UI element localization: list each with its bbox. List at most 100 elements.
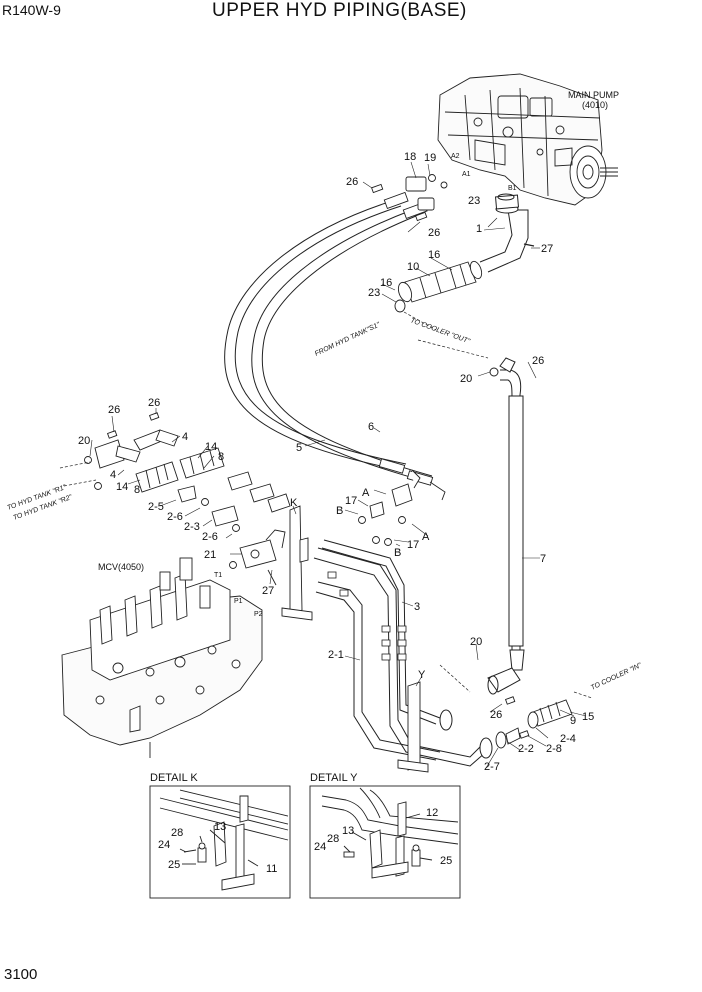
callout-2-1: 2-1: [328, 649, 344, 661]
pump-fittings: [371, 174, 448, 222]
callout-16: 16: [380, 277, 392, 289]
callout-A: A: [362, 487, 370, 499]
port-p2: P2: [254, 611, 263, 618]
mcv-drawing: [61, 557, 263, 758]
callout-K: K: [290, 497, 298, 509]
detail-y-title: DETAIL Y: [310, 772, 358, 784]
callout-26: 26: [108, 404, 120, 416]
fittings-2-2-to-15: [495, 696, 573, 749]
callout-19: 19: [424, 152, 436, 164]
callout-A: A: [422, 531, 430, 543]
detail-k: DETAIL K 13 28 24 25 11: [149, 772, 291, 899]
callout-16: 16: [428, 249, 440, 261]
callout-2-6: 2-6: [202, 531, 218, 543]
main-pump-label: MAIN PUMP: [568, 90, 619, 100]
callout-13: 13: [342, 825, 354, 837]
flow-lines: [59, 311, 593, 699]
callout-26: 26: [428, 227, 440, 239]
pipe-3: [321, 539, 493, 759]
callout-2-7: 2-7: [484, 761, 500, 773]
cooler-pipe-7: [487, 357, 525, 695]
callout-28: 28: [171, 827, 183, 839]
callout-9: 9: [570, 715, 576, 727]
callout-11: 11: [266, 863, 277, 875]
callout-24: 24: [314, 841, 326, 853]
callout-14: 14: [116, 481, 128, 493]
hose-6: [251, 209, 433, 483]
page-title: UPPER HYD PIPING(BASE): [212, 0, 467, 21]
callout-26: 26: [532, 355, 544, 367]
callout-B: B: [394, 547, 401, 559]
callout-numbers: 18 19 26 23 26 1 27 16 10 16 23 26 20 26…: [78, 151, 594, 773]
callout-4: 4: [182, 431, 188, 443]
callout-20: 20: [470, 636, 482, 648]
clamp-y: [397, 681, 429, 773]
callout-8: 8: [218, 451, 224, 463]
bolt-cluster: [327, 571, 407, 661]
callout-2-6: 2-6: [167, 511, 183, 523]
callout-26: 26: [346, 176, 358, 188]
callout-27: 27: [262, 585, 274, 597]
callout-12: 12: [426, 807, 438, 819]
port-b1: B1: [508, 185, 517, 192]
callout-24: 24: [158, 839, 170, 851]
callout-13: 13: [214, 821, 226, 833]
callout-B: B: [336, 505, 343, 517]
port-p1: P1: [234, 598, 243, 605]
callout-5: 5: [296, 442, 302, 454]
callout-1: 1: [476, 223, 482, 235]
callout-25: 25: [440, 855, 452, 867]
callout-23: 23: [368, 287, 380, 299]
callout-17: 17: [345, 495, 357, 507]
page-number: 3100: [4, 966, 38, 983]
callout-7: 7: [540, 553, 546, 565]
callout-6: 6: [368, 421, 374, 433]
detail-y-frame: [309, 785, 461, 899]
callout-23: 23: [468, 195, 480, 207]
callout-26: 26: [490, 709, 502, 721]
callout-17: 17: [407, 539, 419, 551]
to-cooler-out-label: TO COOLER "OUT": [409, 317, 471, 345]
callout-26: 26: [148, 397, 160, 409]
main-pump-drawing: [437, 73, 618, 206]
port-a2: A2: [451, 153, 460, 160]
from-hyd-tank-s1-label: FROM HYD TANK"S1": [314, 321, 382, 358]
callout-27: 27: [541, 243, 553, 255]
callout-2-3: 2-3: [184, 521, 200, 533]
component-labels: MAIN PUMP (4010) MCV(4050) A2 A1 B1 T1 P…: [98, 90, 619, 618]
hose-5: [224, 199, 407, 471]
to-cooler-in-label: TO COOLER "IN": [590, 662, 643, 692]
callout-2-5: 2-5: [148, 501, 164, 513]
callout-15: 15: [582, 711, 594, 723]
callout-21: 21: [204, 549, 216, 561]
callout-Y: Y: [418, 669, 426, 681]
callout-2-8: 2-8: [546, 743, 562, 755]
callout-20: 20: [78, 435, 90, 447]
callout-25: 25: [168, 859, 180, 871]
callout-10: 10: [407, 261, 419, 273]
model-label: R140W-9: [2, 2, 61, 18]
clamp-k: [281, 505, 313, 621]
hose-ends: [378, 191, 446, 501]
detail-k-frame: [149, 785, 291, 899]
callout-4: 4: [110, 469, 116, 481]
callout-3: 3: [414, 601, 420, 613]
detail-k-title: DETAIL K: [150, 772, 198, 784]
callout-8: 8: [134, 484, 140, 496]
left-fittings: [84, 412, 413, 586]
port-t1: T1: [214, 572, 222, 579]
callout-2-4: 2-4: [560, 733, 576, 745]
callout-28: 28: [327, 833, 339, 845]
pipe-2-1: [313, 547, 487, 767]
main-pump-code: (4010): [582, 100, 608, 110]
detail-y: DETAIL Y 12 13 28 24 25: [309, 772, 461, 899]
port-a1: A1: [462, 171, 471, 178]
callout-20: 20: [460, 373, 472, 385]
callout-14: 14: [205, 441, 217, 453]
leader-lines: [89, 161, 587, 769]
suction-pipe-1: [479, 193, 535, 273]
mcv-label: MCV(4050): [98, 562, 144, 572]
callout-2-2: 2-2: [518, 743, 534, 755]
suction-hose-10: [394, 260, 483, 313]
